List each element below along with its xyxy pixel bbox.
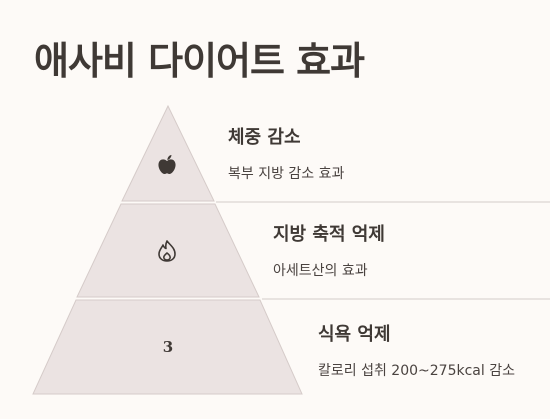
flame-icon [158,240,176,262]
tier-number-badge: 3 [162,338,174,356]
apple-icon [158,155,176,174]
tier-2-title: 지방 축적 억제 [273,224,385,245]
tier-1-desc: 복부 지방 감소 효과 [228,166,345,182]
tier-3-desc: 칼로리 섭취 200~275kcal 감소 [318,363,515,379]
tier-1-title: 체중 감소 [228,127,301,148]
page-title: 애사비 다이어트 효과 [34,39,365,83]
tier-2-desc: 아세트산의 효과 [273,263,368,279]
pyramid-tier-1 [121,104,215,202]
tier-2-text: 지방 축적 억제 아세트산의 효과 [273,220,385,280]
tier-1-text: 체중 감소 복부 지방 감소 효과 [228,123,344,183]
tier-3-title: 식욕 억제 [318,324,391,345]
tier-3-text: 식욕 억제 칼로리 섭취 200~275kcal 감소 [318,320,515,380]
pyramid-tier-3 [32,299,303,395]
pyramid-tier-2 [76,203,260,298]
